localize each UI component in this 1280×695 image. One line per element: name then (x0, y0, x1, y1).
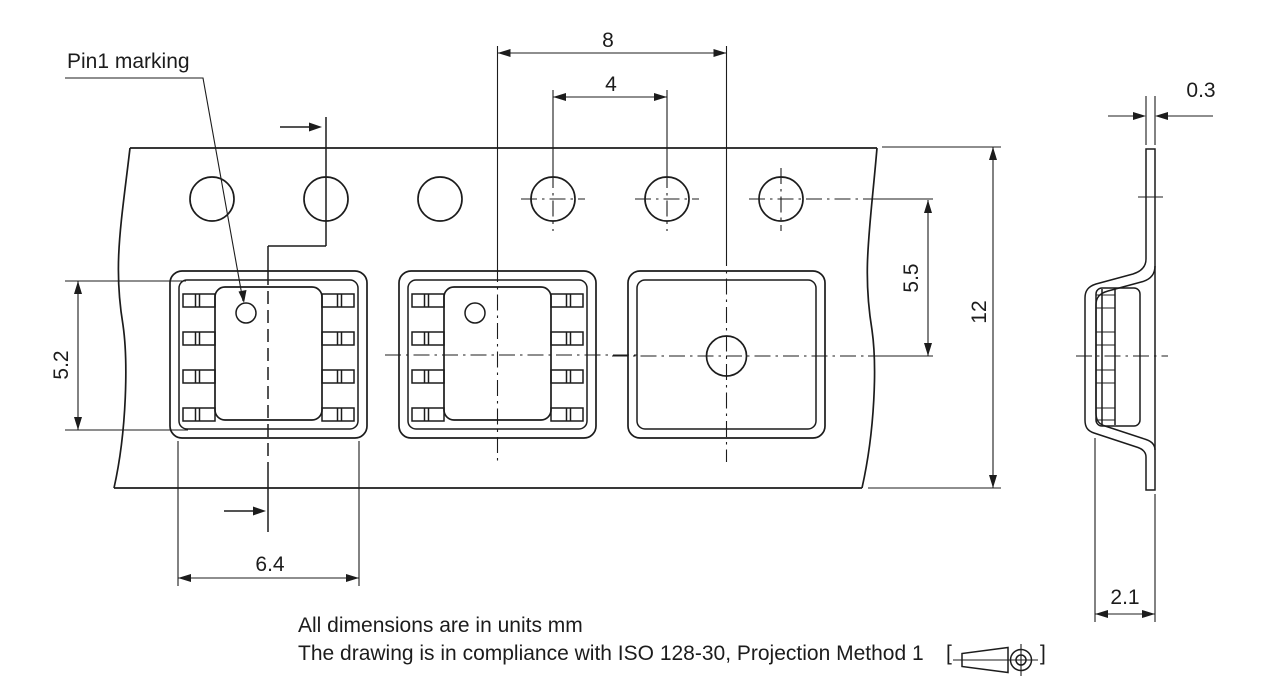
dim-text-2.1: 2.1 (1110, 586, 1139, 609)
pin1-marking-dot (464, 302, 486, 324)
dim-sprocket-pitch: 4 (552, 73, 668, 172)
center-lines (385, 168, 933, 462)
bracket-open: [ (946, 642, 952, 665)
component-1 (182, 286, 355, 422)
projection-method-1-icon (953, 644, 1038, 676)
sprocket-holes (189, 176, 804, 222)
tape-top-view (113, 147, 878, 489)
tape-left-break-line (113, 147, 131, 489)
pin1-marking-callout: Pin1 marking (65, 50, 247, 303)
dim-text-12: 12 (968, 300, 991, 323)
section-arrow-bottom (253, 506, 266, 516)
section-arrow-top (309, 122, 322, 132)
sprocket-hole-3 (417, 176, 463, 222)
dim-text-5.5: 5.5 (900, 263, 923, 292)
component-body-side (1095, 287, 1141, 427)
pin1-leader-line (65, 77, 244, 302)
section-line (224, 117, 327, 532)
cone-side-view (961, 646, 1009, 674)
note-compliance: The drawing is in compliance with ISO 12… (298, 642, 924, 665)
component-body (214, 286, 323, 421)
dim-text-4: 4 (605, 73, 617, 96)
dim-pocket-width: 6.4 (177, 441, 360, 586)
dim-tape-thickness: 0.3 (1108, 79, 1216, 145)
dim-text-8: 8 (602, 29, 614, 52)
bracket-close: ] (1040, 642, 1046, 665)
note-units: All dimensions are in units mm (298, 614, 583, 637)
dim-hole-to-pocket-center: 5.5 (900, 200, 932, 356)
tape-right-break-line (861, 147, 878, 489)
pin1-marking-dot (235, 302, 257, 324)
dim-pocket-depth: 2.1 (1094, 438, 1156, 622)
component-side-view (1095, 287, 1141, 427)
sprocket-hole-1 (189, 176, 235, 222)
pin1-marking-label: Pin1 marking (67, 50, 190, 73)
dim-pocket-length: 5.2 (50, 280, 188, 431)
pocket-3-empty (627, 270, 826, 439)
dim-text-6.4: 6.4 (255, 553, 285, 576)
dim-text-0.3: 0.3 (1186, 79, 1215, 102)
tape-cross-section (1084, 148, 1156, 491)
pocket-3-outer (627, 270, 826, 439)
side-view-section (1076, 148, 1168, 491)
dim-text-5.2: 5.2 (50, 350, 73, 379)
dim-pocket-pitch: 8 (496, 29, 728, 266)
pin1-leader-arrow (238, 290, 247, 303)
dim-tape-width: 12 (868, 146, 1001, 489)
drawing-notes: All dimensions are in units mm The drawi… (298, 614, 1046, 676)
